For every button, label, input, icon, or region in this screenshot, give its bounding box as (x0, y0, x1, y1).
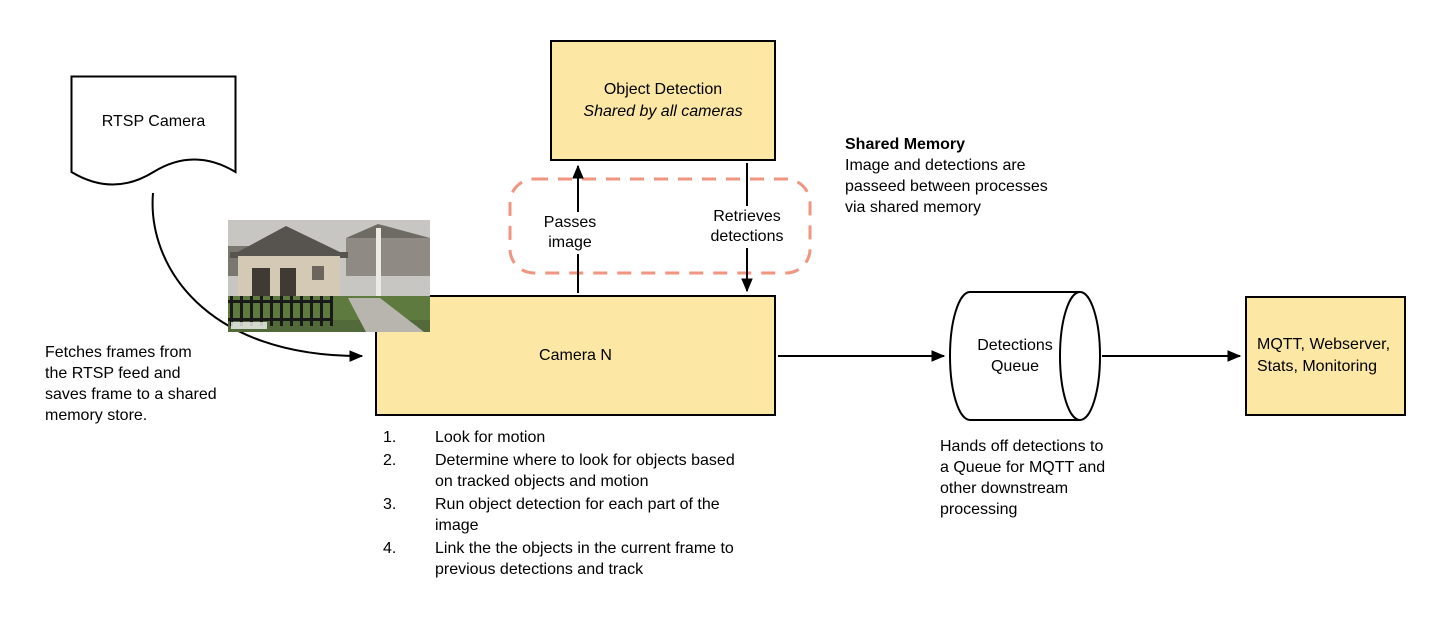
object-detection-subtitle: Shared by all cameras (583, 102, 743, 120)
camera-step-text: Determine where to look for objects base… (435, 452, 735, 490)
rtsp-camera-label: RTSP Camera (101, 113, 206, 130)
shared-memory-body: Image and detections are passeed between… (845, 157, 1048, 216)
camera-n-label: Camera N (539, 346, 612, 364)
object-detection-node: Object Detection Shared by all cameras (550, 40, 776, 161)
camera-step-text: Run object detection for each part of th… (435, 496, 720, 534)
camera-n-node: Camera N (375, 295, 776, 416)
rtsp-camera-node: RTSP Camera (70, 75, 237, 196)
camera-step-text: Link the the objects in the current fram… (435, 540, 734, 578)
hands-off-annotation: Hands off detections to a Queue for MQTT… (940, 438, 1106, 518)
camera-snapshot-image (228, 220, 430, 332)
camera-step-number: 2. (383, 452, 397, 469)
outputs-node: MQTT, Webserver, Stats, Monitoring (1245, 296, 1406, 416)
camera-step: 4. Link the the objects in the current f… (383, 538, 735, 580)
camera-step: 1. Look for motion (383, 427, 735, 448)
camera-step-number: 4. (383, 540, 397, 557)
detections-queue-label: Detections Queue (977, 337, 1053, 375)
camera-step-text: Look for motion (435, 429, 546, 446)
document-shape-icon (70, 75, 237, 186)
camera-step-number: 1. (383, 429, 397, 446)
shared-memory-outline (508, 177, 812, 275)
queue-cylinder-shape (949, 291, 1101, 421)
camera-step-number: 3. (383, 496, 397, 513)
camera-steps-list: 1. Look for motion 2. Determine where to… (383, 427, 735, 582)
shared-memory-title: Shared Memory (845, 136, 966, 153)
camera-snapshot-scene (228, 220, 430, 332)
camera-step: 3. Run object detection for each part of… (383, 494, 735, 536)
detections-queue-node: Detections Queue (940, 290, 1112, 422)
passes-image-label: Passes image (539, 212, 601, 254)
object-detection-title: Object Detection (603, 80, 723, 98)
retrieves-detections-label: Retrieves detections (705, 206, 789, 248)
outputs-label: MQTT, Webserver, Stats, Monitoring (1257, 336, 1391, 375)
camera-step: 2. Determine where to look for objects b… (383, 450, 735, 492)
shared-memory-annotation: Shared Memory Image and detections are p… (845, 134, 1050, 218)
fetch-frames-annotation: Fetches frames from the RTSP feed and sa… (45, 344, 217, 424)
